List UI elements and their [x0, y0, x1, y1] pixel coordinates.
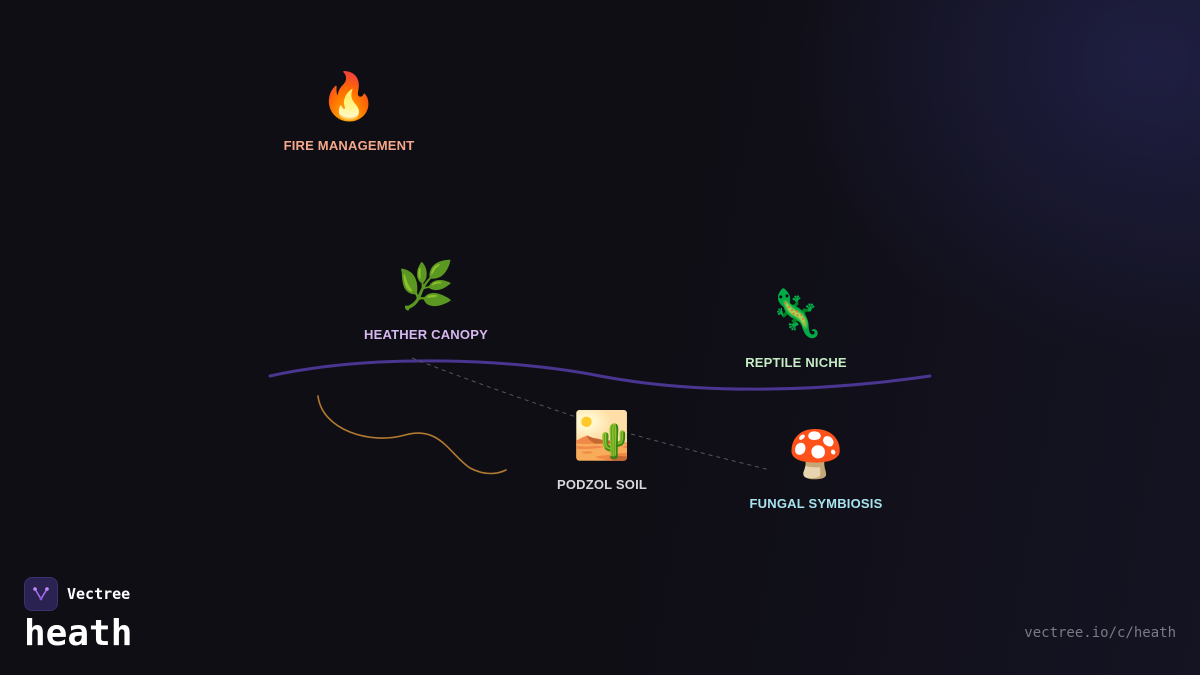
node-label: HEATHER CANOPY	[364, 327, 488, 342]
node-label: FIRE MANAGEMENT	[283, 138, 415, 153]
node-reptile-niche[interactable]: 🦎 REPTILE NICHE	[745, 285, 847, 370]
dashed-link	[411, 357, 771, 471]
vectree-logo-icon[interactable]	[24, 577, 58, 611]
node-label: REPTILE NICHE	[745, 355, 847, 370]
fire-icon: 🔥	[320, 70, 378, 122]
brand-block: Vectree heath	[24, 577, 132, 655]
node-podzol-soil[interactable]: 🏜️ PODZOL SOIL	[557, 407, 647, 492]
node-label: FUNGAL SYMBIOSIS	[749, 496, 883, 511]
lizard-icon: 🦎	[767, 287, 825, 339]
node-heather-canopy[interactable]: 🌿 HEATHER CANOPY	[364, 257, 488, 342]
page-title: heath	[24, 613, 133, 654]
mushroom-icon: 🍄	[787, 428, 845, 480]
desert-icon: 🏜️	[573, 409, 631, 461]
node-fungal-symbiosis[interactable]: 🍄 FUNGAL SYMBIOSIS	[750, 426, 883, 511]
brand-name: Vectree	[67, 585, 131, 603]
node-label: PODZOL SOIL	[556, 477, 648, 492]
node-fire-management[interactable]: 🔥 FIRE MANAGEMENT	[284, 68, 415, 153]
main-curve	[268, 359, 932, 391]
page-url[interactable]: vectree.io/c/heath	[1024, 625, 1176, 641]
herb-icon: 🌿	[397, 259, 455, 311]
root-curve	[317, 395, 507, 475]
